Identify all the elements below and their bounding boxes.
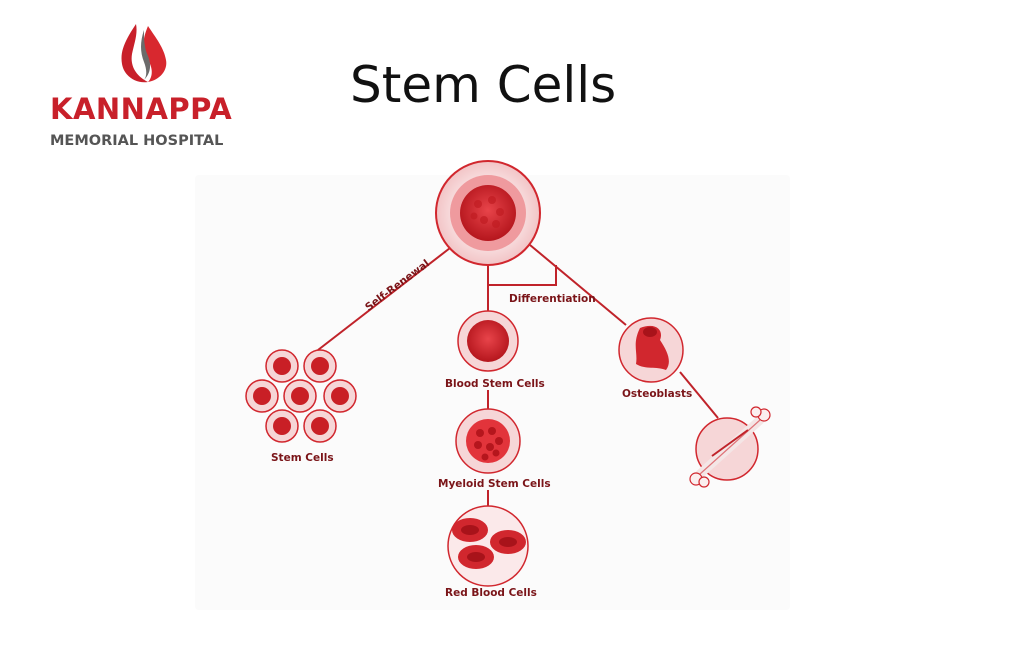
- top-stem-cell: [435, 160, 541, 266]
- myeloid-stem-cell: [455, 408, 521, 474]
- stem-cell-cluster: [245, 349, 357, 443]
- stem-cells-label: Stem Cells: [271, 452, 334, 464]
- red-blood-cells-label: Red Blood Cells: [445, 587, 537, 599]
- bone-line: [679, 371, 719, 419]
- bone-icon: [689, 406, 771, 488]
- osteoblast-line: [529, 244, 627, 326]
- myeloid-stem-cells-label: Myeloid Stem Cells: [438, 478, 551, 490]
- connector-lines: [317, 244, 719, 508]
- blood-stem-cells-label: Blood Stem Cells: [445, 378, 545, 390]
- self-renewal-line: [317, 247, 451, 351]
- logo-title: KANNAPPA: [50, 92, 233, 126]
- page-title: Stem Cells: [350, 56, 617, 114]
- self-renewal-label: Self-Renewal: [363, 258, 432, 314]
- osteoblasts-label: Osteoblasts: [622, 388, 692, 400]
- differentiation-label: Differentiation: [509, 293, 596, 305]
- red-blood-cells: [447, 505, 529, 587]
- logo-subtitle: MEMORIAL HOSPITAL: [50, 133, 224, 149]
- osteoblast-cell: [618, 317, 684, 383]
- differentiation-bracket: [488, 265, 557, 286]
- blood-drop-icon: [121, 24, 167, 83]
- blood-stem-cell: [457, 310, 519, 372]
- hospital-logo: KANNAPPA MEMORIAL HOSPITAL: [40, 20, 240, 160]
